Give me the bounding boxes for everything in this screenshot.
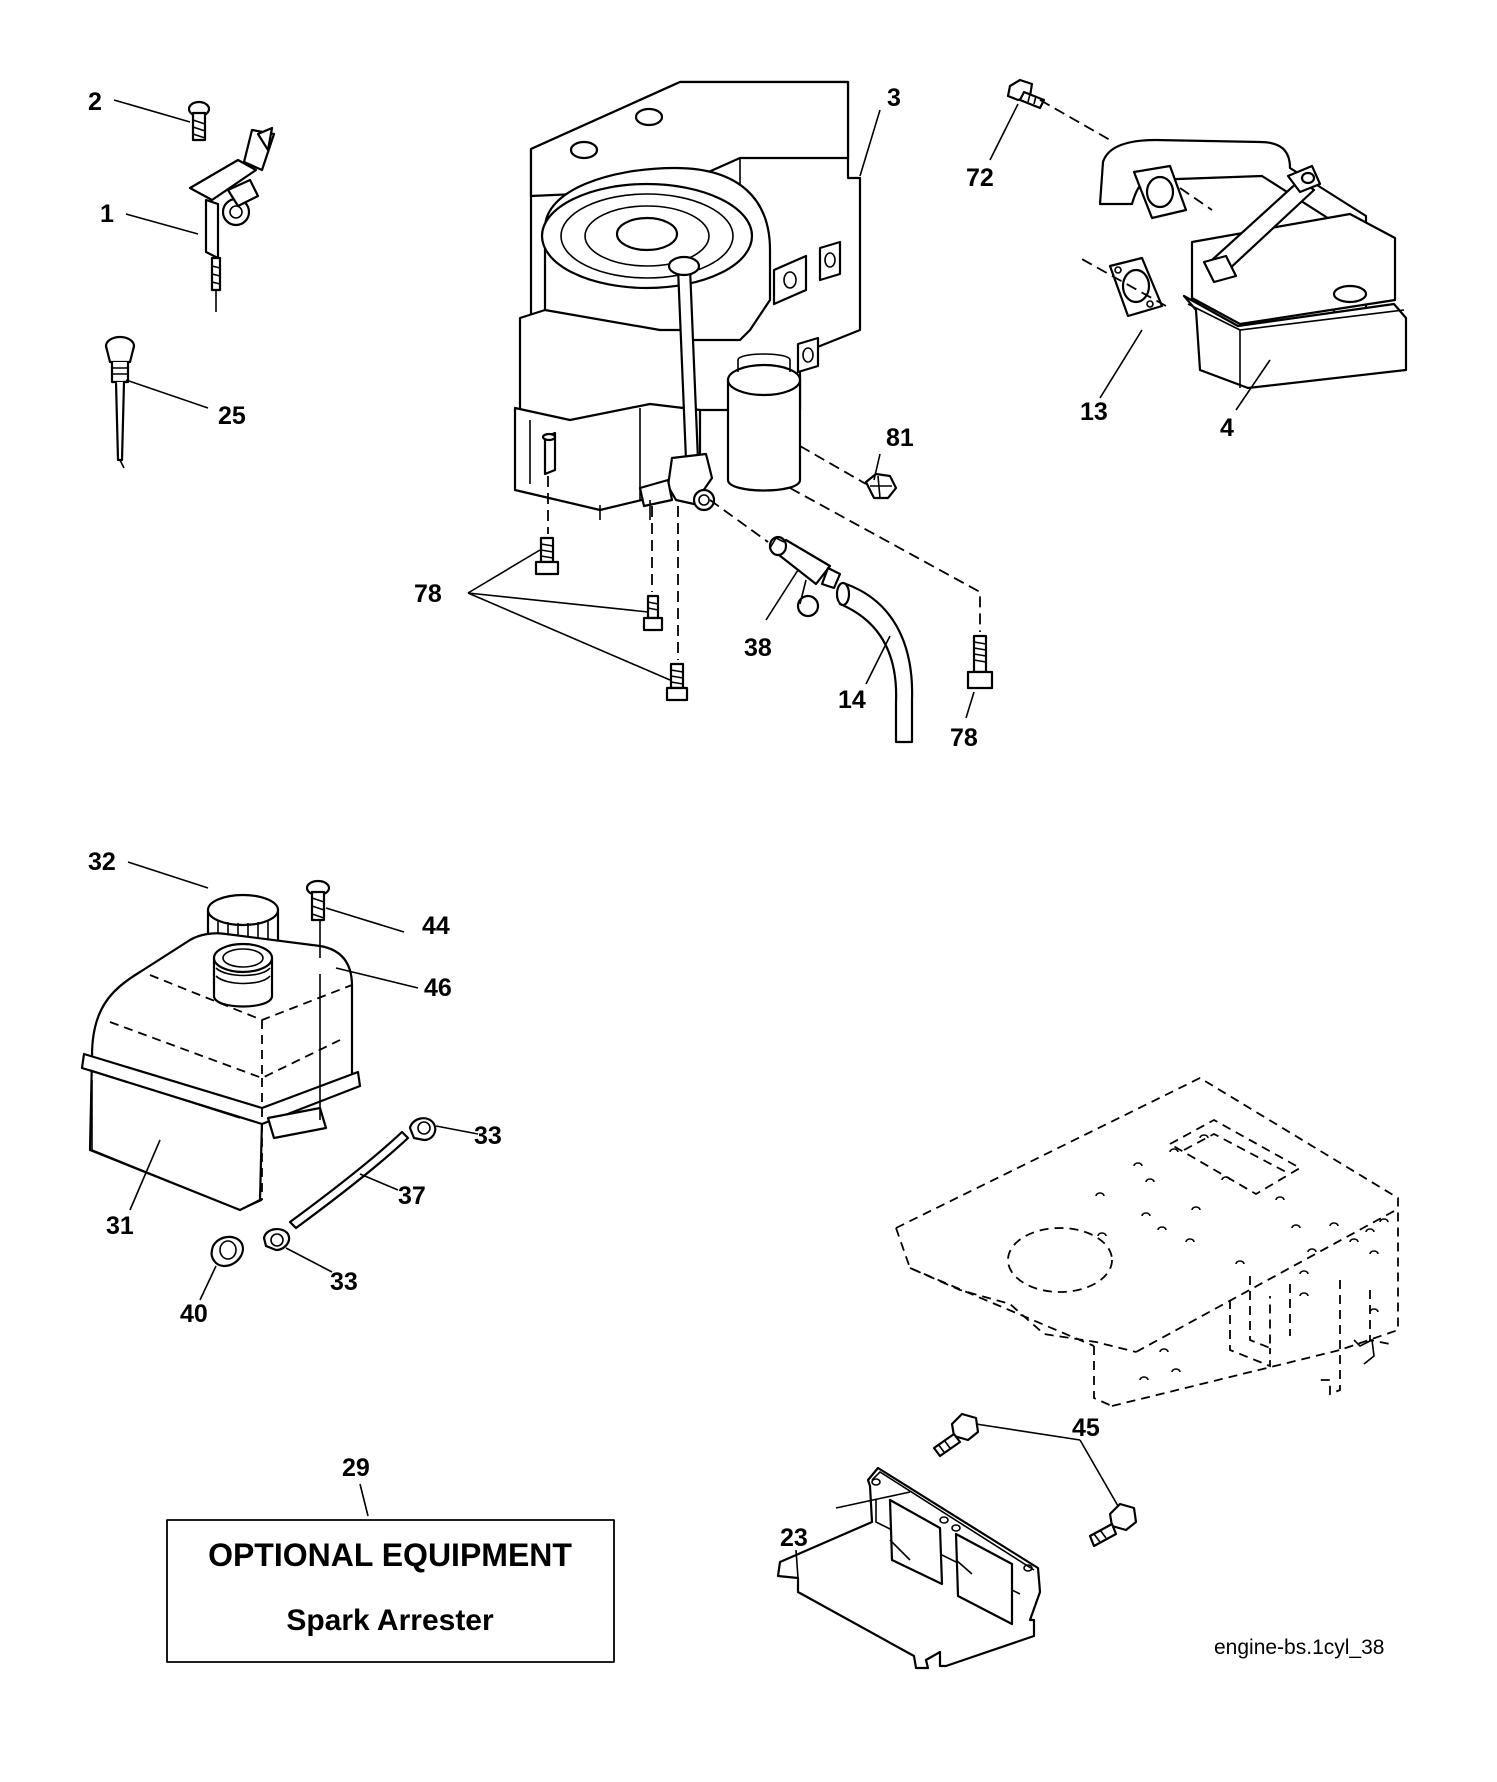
choke-knob-part-25 <box>104 335 136 469</box>
callout-40: 40 <box>180 1300 208 1328</box>
muffler-part-4 <box>1098 138 1408 390</box>
bushing-part-40 <box>210 1235 244 1268</box>
optional-equipment-title: OPTIONAL EQUIPMENT <box>208 1537 572 1573</box>
callout-23: 23 <box>780 1524 808 1552</box>
bolt-part-78-a <box>534 536 560 576</box>
bolt-part-78-c <box>665 662 689 702</box>
screw-part-45-a <box>932 1412 980 1458</box>
diagram-id: engine-bs.1cyl_38 <box>1214 1636 1384 1659</box>
clamp-part-33-a <box>408 1117 437 1142</box>
alignment-dashes-upper <box>547 99 1213 660</box>
clamp-part-33-b <box>262 1228 291 1252</box>
screw-part-72 <box>1006 78 1046 110</box>
callout-14: 14 <box>838 686 866 714</box>
shield-bracket-part-23 <box>776 1466 1042 1670</box>
callout-32: 32 <box>88 848 116 876</box>
callout-33b: 33 <box>330 1268 358 1296</box>
callout-78b: 78 <box>950 724 978 752</box>
callout-72: 72 <box>966 164 994 192</box>
bolt-part-78-b <box>642 594 664 632</box>
hose-part-14 <box>835 581 914 744</box>
callout-31: 31 <box>106 1212 134 1240</box>
callout-29: 29 <box>342 1454 370 1482</box>
screw-part-2 <box>187 100 211 142</box>
callout-4: 4 <box>1220 414 1234 442</box>
screw-part-44 <box>305 879 331 922</box>
callout-33a: 33 <box>474 1122 502 1150</box>
optional-equipment-box: OPTIONAL EQUIPMENT Spark Arrester <box>166 1519 615 1663</box>
leader-lines <box>113 99 1271 1579</box>
callout-45: 45 <box>1072 1414 1100 1442</box>
throttle-bracket-part-1 <box>188 126 276 312</box>
valve-part-38 <box>768 535 842 618</box>
callout-1: 1 <box>100 200 114 228</box>
bolt-part-78-d <box>966 634 994 690</box>
optional-equipment-subtitle: Spark Arrester <box>286 1604 494 1637</box>
fuel-tank-part-31 <box>80 920 362 1212</box>
callout-81: 81 <box>886 424 914 452</box>
engine-part-3 <box>513 80 862 520</box>
callout-46: 46 <box>424 974 452 1002</box>
callout-13: 13 <box>1080 398 1108 426</box>
throttle-control-assembly <box>187 100 276 312</box>
callout-numbers: 1 2 3 4 13 14 23 25 29 31 32 33 33 37 38… <box>88 84 1234 1552</box>
chassis-frame-reference <box>895 1076 1399 1407</box>
callout-37: 37 <box>398 1182 426 1210</box>
callout-44: 44 <box>422 912 450 940</box>
callout-25: 25 <box>218 402 246 430</box>
screw-part-45-b <box>1088 1502 1138 1548</box>
gasket-part-13 <box>1108 256 1164 318</box>
callout-38: 38 <box>744 634 772 662</box>
fuel-line-part-37 <box>288 1130 410 1230</box>
callout-78a: 78 <box>414 580 442 608</box>
callout-3: 3 <box>887 84 901 112</box>
callout-2: 2 <box>88 88 102 116</box>
nut-part-81 <box>864 472 898 500</box>
